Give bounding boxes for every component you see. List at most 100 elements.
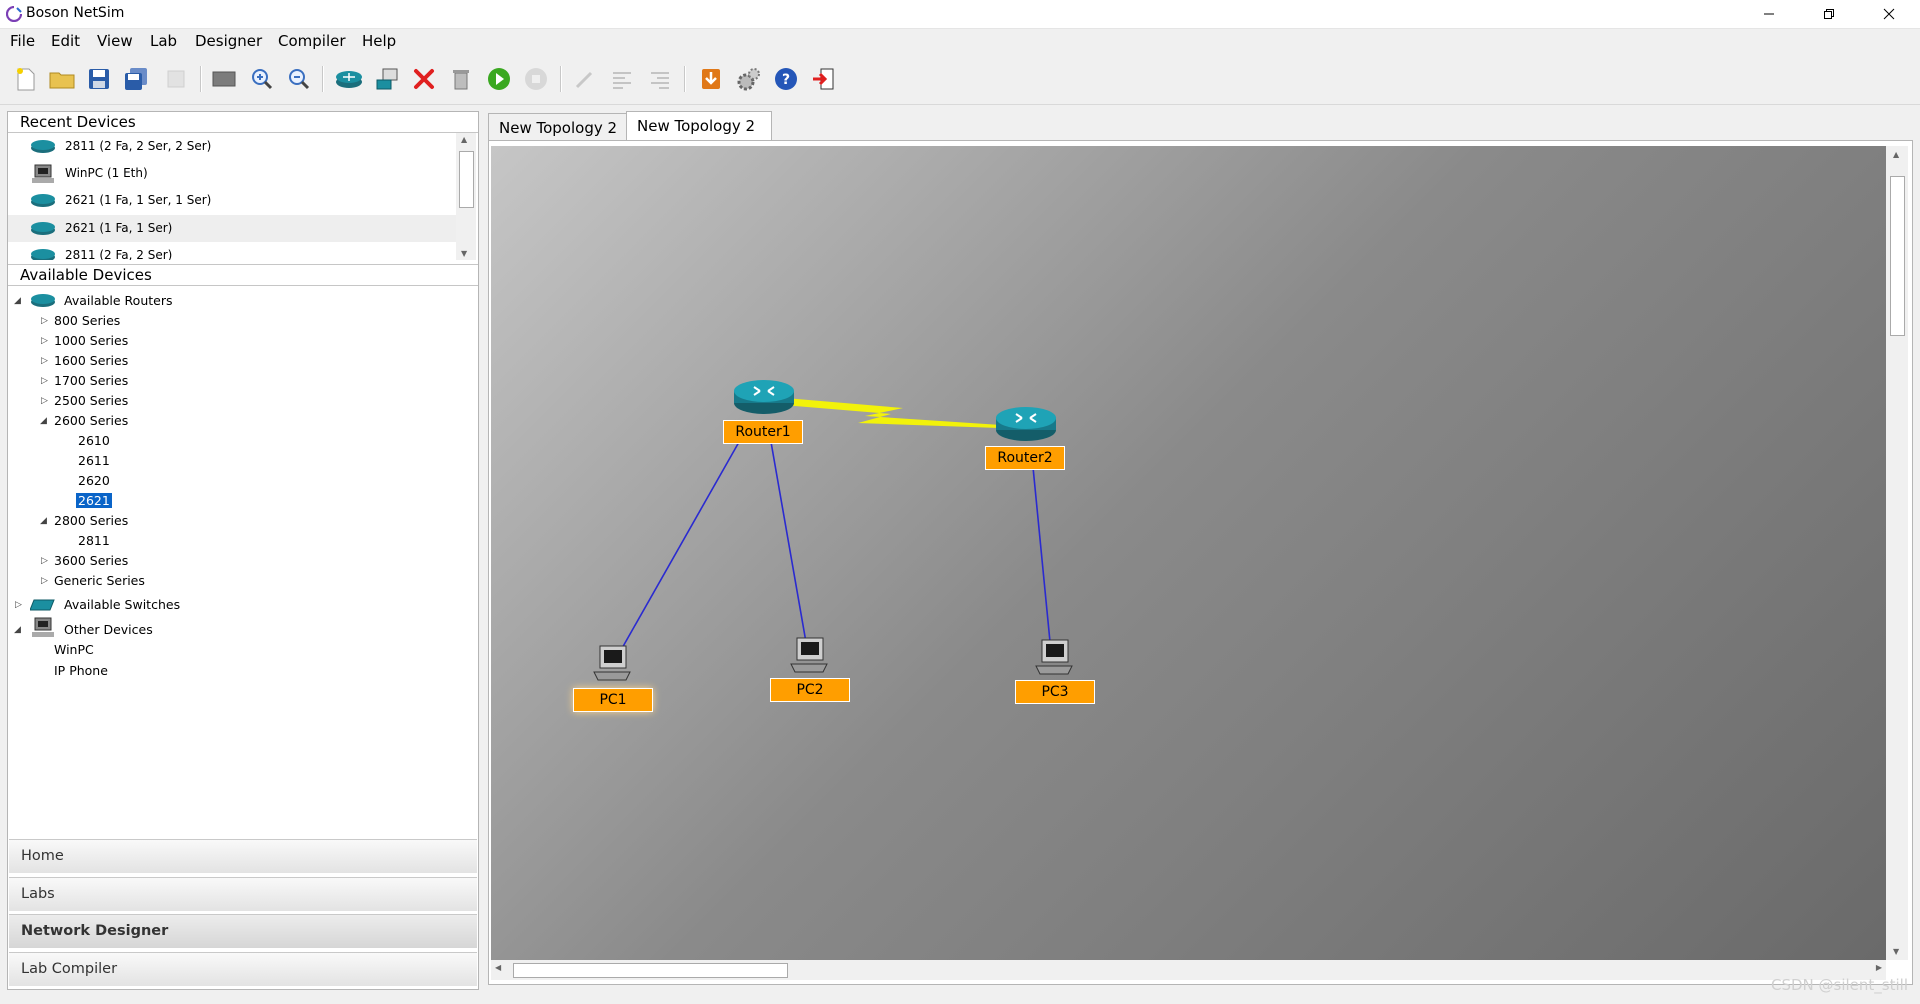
router2-icon[interactable] <box>994 404 1058 444</box>
recent-device-item[interactable]: 2621 (1 Fa, 1 Ser) <box>8 215 456 242</box>
tree-model-item-selected[interactable]: 2621 <box>76 493 112 508</box>
collapse-icon[interactable]: ◢ <box>40 416 47 426</box>
device-label-pc2[interactable]: PC2 <box>770 678 850 702</box>
screen-button[interactable] <box>209 64 239 94</box>
disabled-tool-button[interactable] <box>161 64 191 94</box>
expand-icon[interactable]: ▷ <box>41 396 48 406</box>
help-button[interactable]: ? <box>771 64 801 94</box>
tree-series-item[interactable]: 800 Series <box>54 313 121 328</box>
exit-button[interactable] <box>808 64 838 94</box>
device-label-pc3[interactable]: PC3 <box>1015 680 1095 704</box>
menu-edit[interactable]: Edit <box>51 32 81 50</box>
menu-lab[interactable]: Lab <box>150 32 178 50</box>
menu-designer[interactable]: Designer <box>195 32 263 50</box>
scroll-thumb[interactable] <box>513 963 788 978</box>
device-label-router2[interactable]: Router2 <box>985 446 1065 470</box>
tree-other-devices[interactable]: Other Devices <box>64 622 153 637</box>
tree-model-item[interactable]: 2811 <box>78 533 110 548</box>
tree-model-item[interactable]: 2620 <box>78 473 110 488</box>
tab-new-topology-active[interactable]: New Topology 2 <box>626 111 772 140</box>
add-router-button[interactable] <box>334 64 364 94</box>
scroll-thumb[interactable] <box>459 151 474 208</box>
collapse-icon[interactable]: ◢ <box>14 296 21 306</box>
expand-icon[interactable]: ▷ <box>41 336 48 346</box>
stop-button[interactable] <box>521 64 551 94</box>
nav-network-designer-button[interactable]: Network Designer <box>9 914 477 948</box>
close-window-button[interactable] <box>1866 0 1912 28</box>
open-button[interactable] <box>47 64 77 94</box>
download-button[interactable] <box>696 64 726 94</box>
tree-series-item[interactable]: Generic Series <box>54 573 145 588</box>
svg-text:?: ? <box>782 72 790 88</box>
topology-canvas[interactable]: Router1 Router2 PC1 PC2 PC3 <box>491 146 1886 960</box>
recent-device-item[interactable]: 2811 (2 Fa, 2 Ser) <box>8 242 456 260</box>
tree-series-item[interactable]: 3600 Series <box>54 553 129 568</box>
collapse-icon[interactable]: ◢ <box>14 625 21 635</box>
serial-link[interactable] <box>783 398 1001 428</box>
ethernet-link[interactable] <box>770 441 808 649</box>
nav-lab-compiler-button[interactable]: Lab Compiler <box>9 952 477 986</box>
expand-icon[interactable]: ▷ <box>41 356 48 366</box>
canvas-horizontal-scrollbar[interactable]: ◀ ▶ <box>491 960 1886 980</box>
pc2-icon[interactable] <box>787 636 831 676</box>
minimize-button[interactable] <box>1746 0 1792 28</box>
tree-series-item[interactable]: 1700 Series <box>54 373 129 388</box>
restore-button[interactable] <box>1806 0 1852 28</box>
nav-home-button[interactable]: Home <box>9 839 477 873</box>
save-all-button[interactable] <box>121 64 151 94</box>
tree-series-item[interactable]: 2500 Series <box>54 393 129 408</box>
zoom-out-button[interactable] <box>284 64 314 94</box>
router1-icon[interactable] <box>732 377 796 417</box>
add-device-button[interactable] <box>372 64 402 94</box>
tree-series-item[interactable]: 2800 Series <box>54 513 129 528</box>
expand-icon[interactable]: ▷ <box>41 316 48 326</box>
tab-new-topology[interactable]: New Topology 2 <box>488 113 628 140</box>
expand-icon[interactable]: ▷ <box>41 576 48 586</box>
menu-view[interactable]: View <box>97 32 133 50</box>
scroll-thumb[interactable] <box>1890 176 1905 336</box>
menu-compiler[interactable]: Compiler <box>278 32 346 50</box>
nav-labs-button[interactable]: Labs <box>9 877 477 911</box>
expand-icon[interactable]: ▷ <box>15 600 22 610</box>
delete-button[interactable] <box>409 64 439 94</box>
trash-icon <box>453 70 469 90</box>
expand-icon[interactable]: ▷ <box>41 376 48 386</box>
collapse-icon[interactable]: ◢ <box>40 516 47 526</box>
router-icon <box>31 294 55 307</box>
recent-device-item[interactable]: 2621 (1 Fa, 1 Ser, 1 Ser) <box>8 187 456 214</box>
pc-icon <box>32 617 54 637</box>
align-right-button[interactable] <box>645 64 675 94</box>
recent-device-item[interactable]: 2811 (2 Fa, 2 Ser, 2 Ser) <box>8 133 456 160</box>
zoom-in-button[interactable] <box>247 64 277 94</box>
recent-device-item[interactable]: WinPC (1 Eth) <box>8 160 456 187</box>
recent-scrollbar[interactable]: ▲ ▼ <box>456 133 476 260</box>
menu-help[interactable]: Help <box>362 32 397 50</box>
tree-model-item[interactable]: 2611 <box>78 453 110 468</box>
tree-other-item[interactable]: WinPC <box>54 642 94 657</box>
tree-series-item[interactable]: 1000 Series <box>54 333 129 348</box>
new-file-button[interactable] <box>10 64 40 94</box>
recent-devices-header: Recent Devices <box>8 112 478 133</box>
start-button[interactable] <box>484 64 514 94</box>
canvas-vertical-scrollbar[interactable]: ▲ ▼ <box>1886 146 1908 960</box>
tree-available-routers[interactable]: Available Routers <box>64 293 173 308</box>
edit-button[interactable] <box>570 64 600 94</box>
ethernet-link[interactable] <box>620 441 740 651</box>
tree-series-item[interactable]: 1600 Series <box>54 353 129 368</box>
expand-icon[interactable]: ▷ <box>41 556 48 566</box>
tree-available-switches[interactable]: Available Switches <box>64 597 181 612</box>
pc3-icon[interactable] <box>1032 638 1076 678</box>
tree-other-item[interactable]: IP Phone <box>54 663 108 678</box>
router-icon <box>31 249 55 260</box>
menu-file[interactable]: File <box>10 32 36 50</box>
trash-button[interactable] <box>446 64 476 94</box>
settings-button[interactable] <box>734 64 764 94</box>
save-button[interactable] <box>84 64 114 94</box>
pc1-icon[interactable] <box>590 644 634 684</box>
tree-model-item[interactable]: 2610 <box>78 433 110 448</box>
device-label-pc1[interactable]: PC1 <box>573 688 653 712</box>
tree-series-item[interactable]: 2600 Series <box>54 413 129 428</box>
device-label-router1[interactable]: Router1 <box>723 420 803 444</box>
align-left-button[interactable] <box>607 64 637 94</box>
ethernet-link[interactable] <box>1032 466 1052 653</box>
